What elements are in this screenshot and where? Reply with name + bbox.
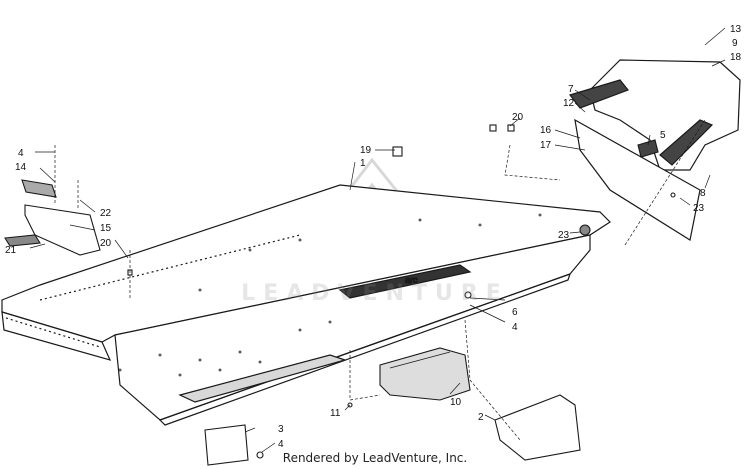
callout-11: 11 (330, 408, 341, 419)
callout-19: 19 (360, 145, 372, 156)
callout-8: 8 (700, 188, 706, 199)
svg-text:arc: arc (405, 275, 418, 285)
callout-20-left: 20 (100, 238, 112, 249)
callout-4-bottom: 4 (278, 439, 284, 450)
callout-4-left: 4 (18, 148, 24, 159)
callout-17: 17 (540, 140, 552, 151)
callout-14: 14 (15, 162, 27, 173)
callout-21: 21 (5, 245, 17, 256)
callout-labels: 13 9 18 7 12 20 16 17 5 8 23 19 1 4 14 2… (5, 24, 742, 450)
callout-4-mid: 4 (512, 322, 518, 333)
callout-23-right: 23 (693, 203, 705, 214)
callout-22: 22 (100, 208, 112, 219)
callout-13: 13 (730, 24, 742, 35)
callout-1: 1 (360, 158, 366, 169)
callout-3: 3 (278, 424, 284, 435)
footer-credit: Rendered by LeadVenture, Inc. (282, 451, 468, 465)
callout-7: 7 (568, 84, 574, 95)
watermark-text: LEADVENTURE (241, 281, 509, 306)
callout-23-mid: 23 (558, 230, 570, 241)
callout-5: 5 (660, 130, 666, 141)
callout-18: 18 (730, 52, 742, 63)
small-parts (4, 124, 676, 466)
leader-lines (29, 27, 726, 453)
tunnel-assembly: arc (1, 184, 611, 426)
callout-10: 10 (450, 397, 462, 408)
callout-16: 16 (540, 125, 552, 136)
callout-2: 2 (478, 412, 484, 423)
callout-9: 9 (732, 38, 738, 49)
rear-bumper (568, 59, 741, 241)
callout-20-top: 20 (512, 112, 524, 123)
callout-15: 15 (100, 223, 112, 234)
callout-12: 12 (563, 98, 575, 109)
callout-6: 6 (512, 307, 518, 318)
